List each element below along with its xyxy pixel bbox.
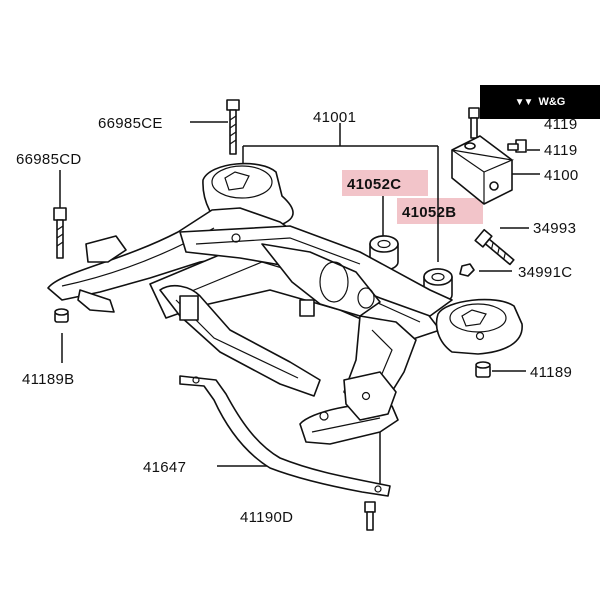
bolt-66985CD [53,207,67,259]
stay-41647 [179,375,391,497]
label-41647: 41647 [143,459,186,476]
label-41052B: 41052B [402,204,456,221]
bolt-66985CE [226,99,240,155]
leader-lines [59,121,540,486]
subframe-41001 [47,162,523,445]
bushing-41052C [369,235,399,271]
nut-41189B [54,308,69,323]
label-41189B: 41189B [22,371,74,388]
bolt-4119-top [468,107,480,139]
brand-mark-icon: ▼▼ [514,96,534,108]
label-41190D: 41190D [240,509,293,526]
label-4100: 4100 [544,167,579,184]
brand-logo: ▼▼ W&G [480,85,600,119]
brand-logo-text: W&G [538,96,566,108]
bracket-4100 [451,135,515,205]
label-41189: 41189 [530,364,572,381]
bolt-34993 [474,228,515,266]
nut-41189 [475,361,491,378]
label-4119-b: 4119 [544,142,577,159]
label-41052C: 41052C [347,176,401,193]
label-66985CD: 66985CD [16,151,81,168]
bolt-41190D [364,501,376,531]
nut-34991C [459,263,475,277]
label-4119-a: 4119 [544,116,577,133]
label-34991C: 34991C [518,264,572,281]
bolt-4119-side [507,139,527,153]
label-66985CE: 66985CE [98,115,163,132]
highlight-41052B [397,198,483,224]
highlight-41052C [342,170,428,196]
labels: 66985CE 41001 66985CD 41052C 41052B 4119… [16,109,579,526]
label-41001: 41001 [313,109,356,126]
label-34993: 34993 [533,220,576,237]
